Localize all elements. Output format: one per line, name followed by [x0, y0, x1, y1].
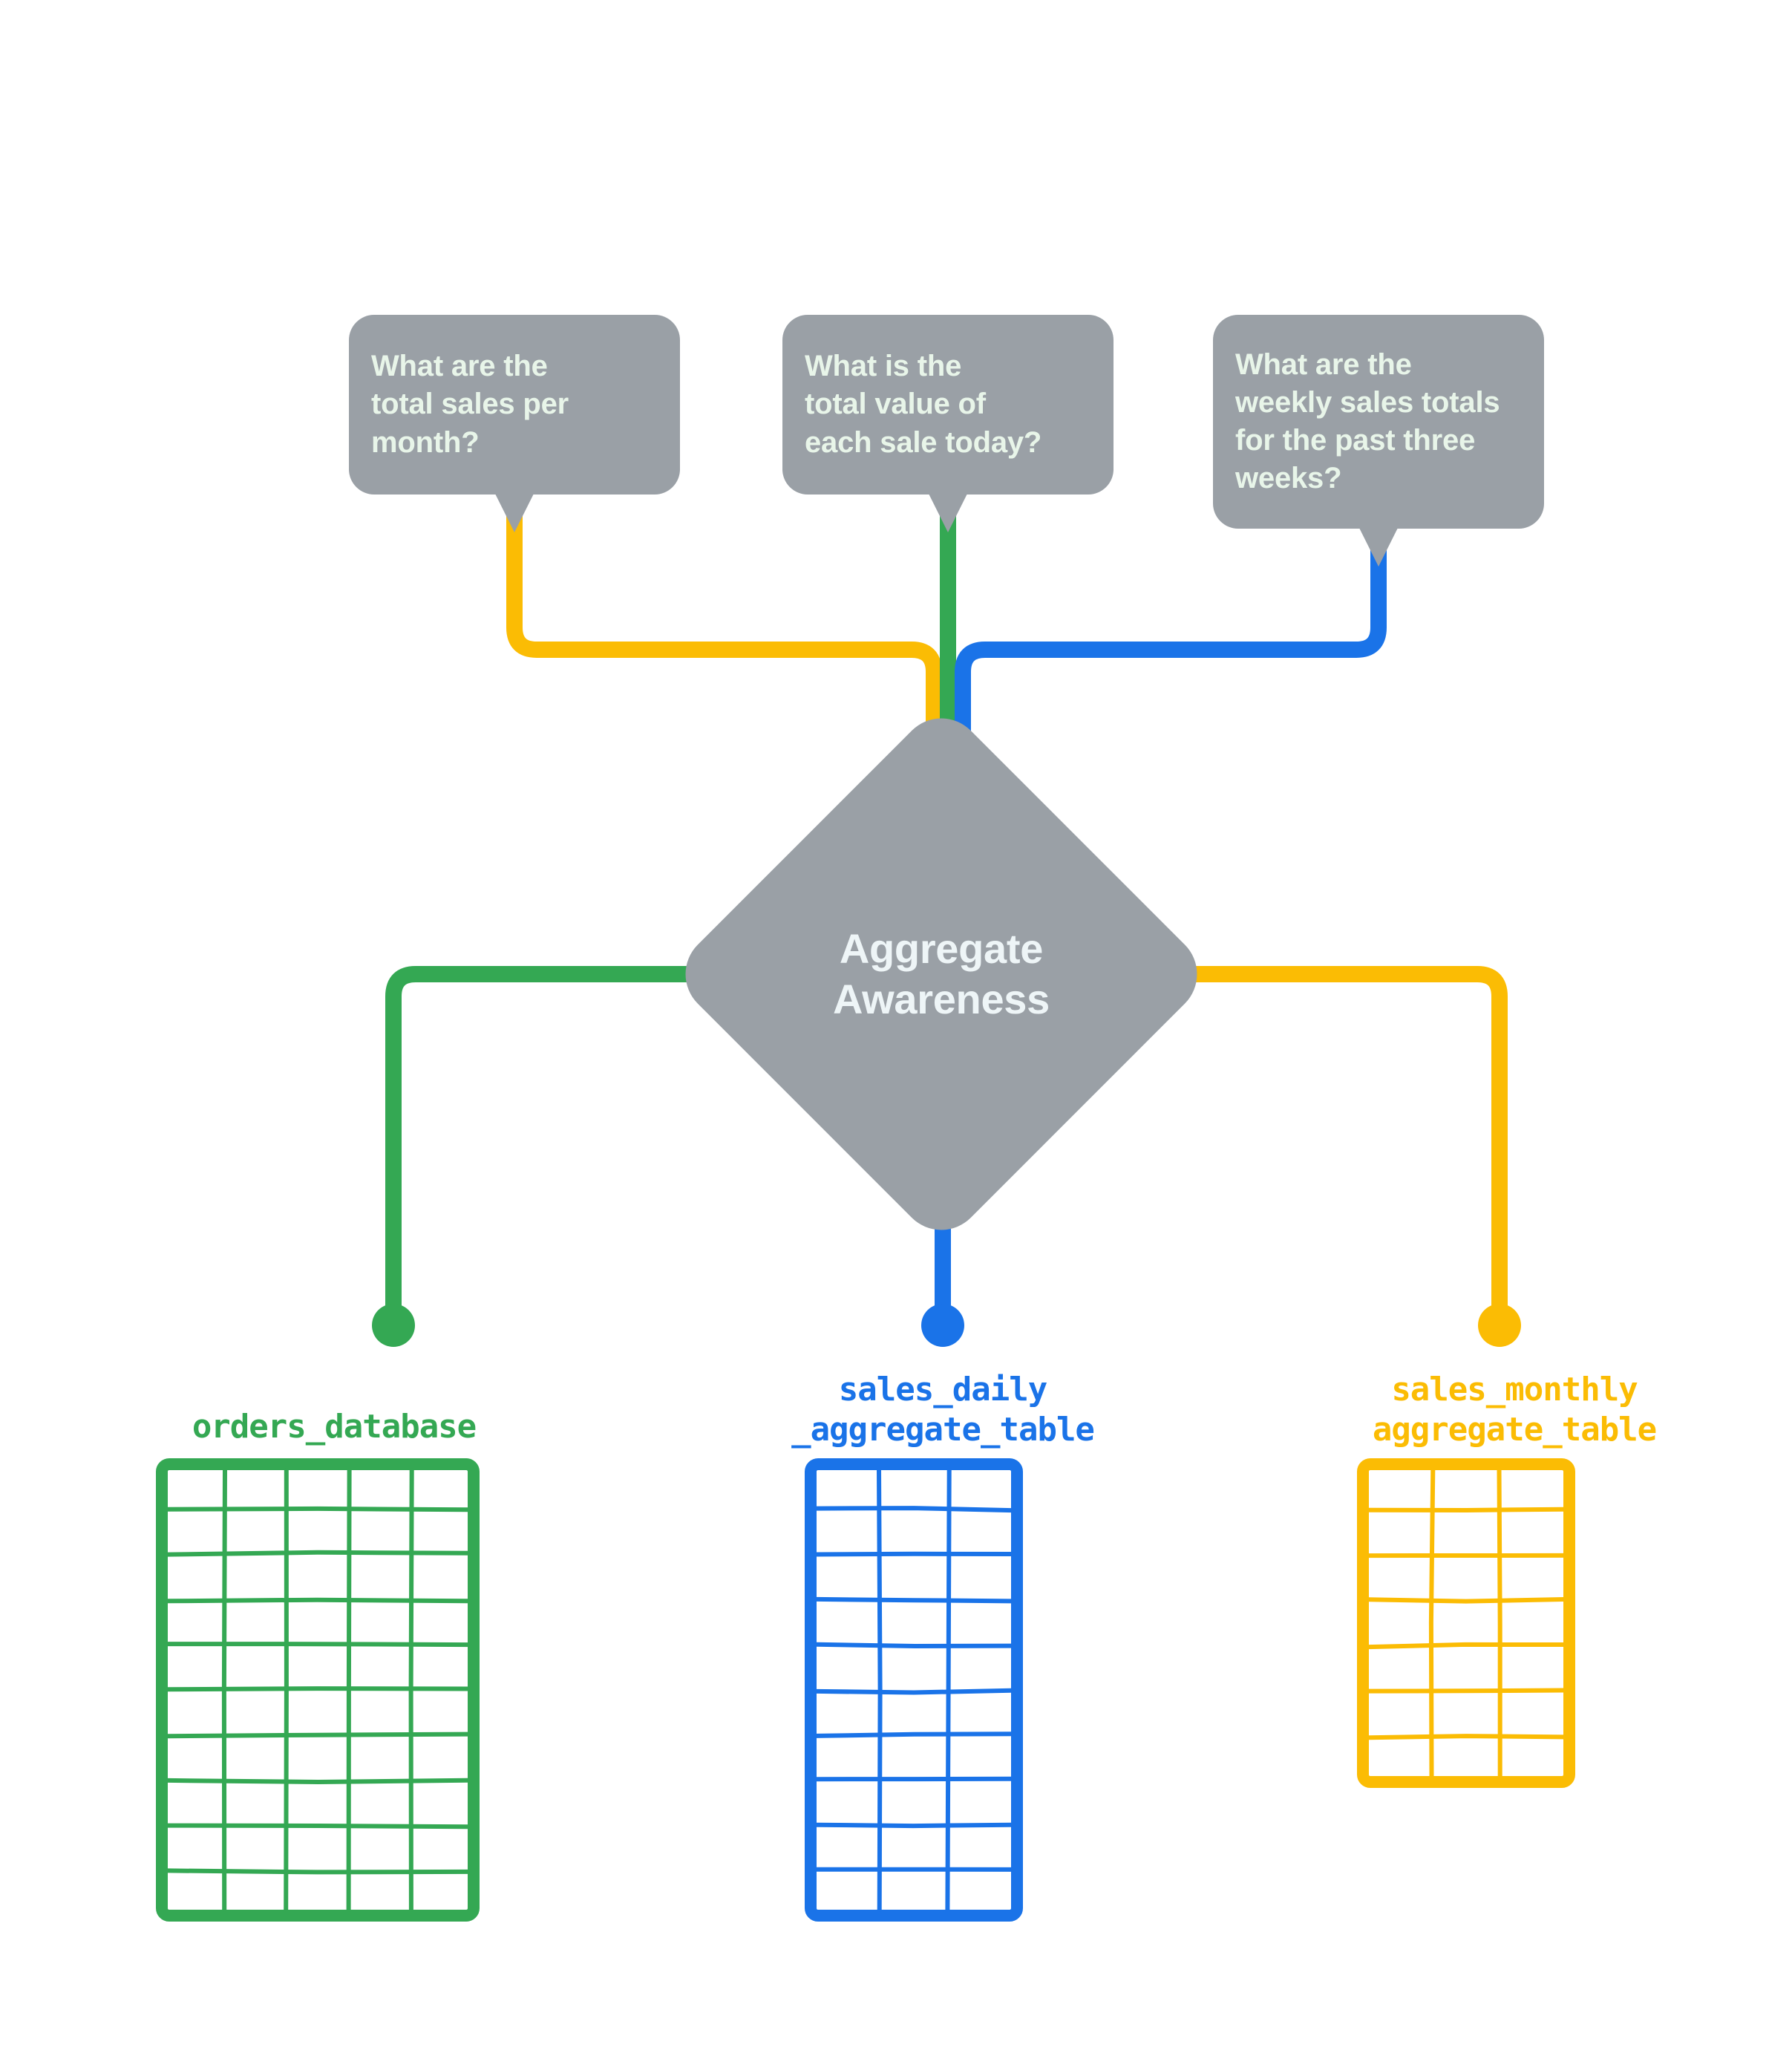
- table-grid-line: [166, 1642, 470, 1648]
- table-grid-sales-monthly[interactable]: [1357, 1458, 1575, 1788]
- table-grid-line: [814, 1776, 1013, 1782]
- table-grid-line: [1367, 1597, 1566, 1604]
- table-grid-line: [814, 1506, 1013, 1513]
- table-grid-line: [166, 1778, 470, 1785]
- table-grid-line: [1367, 1734, 1566, 1740]
- table-grid-line: [166, 1823, 470, 1830]
- aggregate-awareness-label: Aggregate Awareness: [832, 924, 1050, 1022]
- table-grid-line: [166, 1550, 470, 1557]
- table-grid-line: [814, 1731, 1013, 1738]
- endpoint-dot-sales-daily: [921, 1304, 964, 1347]
- table-grid-line: [814, 1642, 1013, 1649]
- table-grid-line: [1428, 1468, 1436, 1778]
- table-grid-line: [166, 1686, 470, 1692]
- table-caption-sales-daily: sales_daily _aggregate_table: [791, 1371, 1095, 1449]
- question-bubble-monthly[interactable]: What are the total sales per month?: [349, 315, 680, 495]
- connector-blue-question-to-node: [955, 504, 1387, 803]
- question-bubble-daily-tail: [929, 494, 967, 532]
- table-grid-line: [814, 1822, 1013, 1829]
- table-grid-line: [1367, 1507, 1566, 1513]
- question-bubble-monthly-tail: [495, 494, 534, 532]
- connector-yellow-question-to-node: [506, 504, 942, 803]
- table-grid-line: [814, 1596, 1013, 1604]
- table-grid-line: [945, 1468, 952, 1912]
- table-grid-line: [814, 1551, 1013, 1557]
- question-bubble-weekly[interactable]: What are the weekly sales totals for the…: [1213, 315, 1544, 529]
- table-outline: [1357, 1458, 1575, 1788]
- question-bubble-monthly-text: What are the total sales per month?: [371, 350, 569, 459]
- table-grid-line: [877, 1468, 883, 1912]
- connector-yellow-node-to-sales-monthly: [1117, 966, 1508, 1326]
- question-bubble-daily-text: What is the total value of each sale tod…: [805, 350, 1042, 459]
- question-bubble-weekly-tail: [1359, 528, 1398, 567]
- table-caption-sales-monthly: sales_monthly aggregate_table: [1372, 1371, 1657, 1449]
- question-bubble-weekly-text: What are the weekly sales totals for the…: [1235, 347, 1500, 495]
- table-grid-orders-database[interactable]: [156, 1458, 480, 1922]
- endpoint-dot-orders-database: [372, 1304, 415, 1347]
- table-grid-line: [1367, 1642, 1566, 1650]
- question-bubble-daily[interactable]: What is the total value of each sale tod…: [782, 315, 1114, 495]
- table-grid-line: [814, 1688, 1013, 1695]
- table-grid-line: [166, 1597, 470, 1604]
- table-grid-sales-daily[interactable]: [805, 1458, 1023, 1922]
- table-outline: [805, 1458, 1023, 1922]
- table-grid-line: [166, 1868, 470, 1875]
- endpoint-dot-sales-monthly: [1478, 1304, 1521, 1347]
- table-outline: [156, 1458, 480, 1922]
- table-caption-orders-database: orders_database: [192, 1408, 477, 1446]
- connector-green-node-to-orders-database: [385, 966, 767, 1326]
- table-grid-line: [166, 1731, 470, 1739]
